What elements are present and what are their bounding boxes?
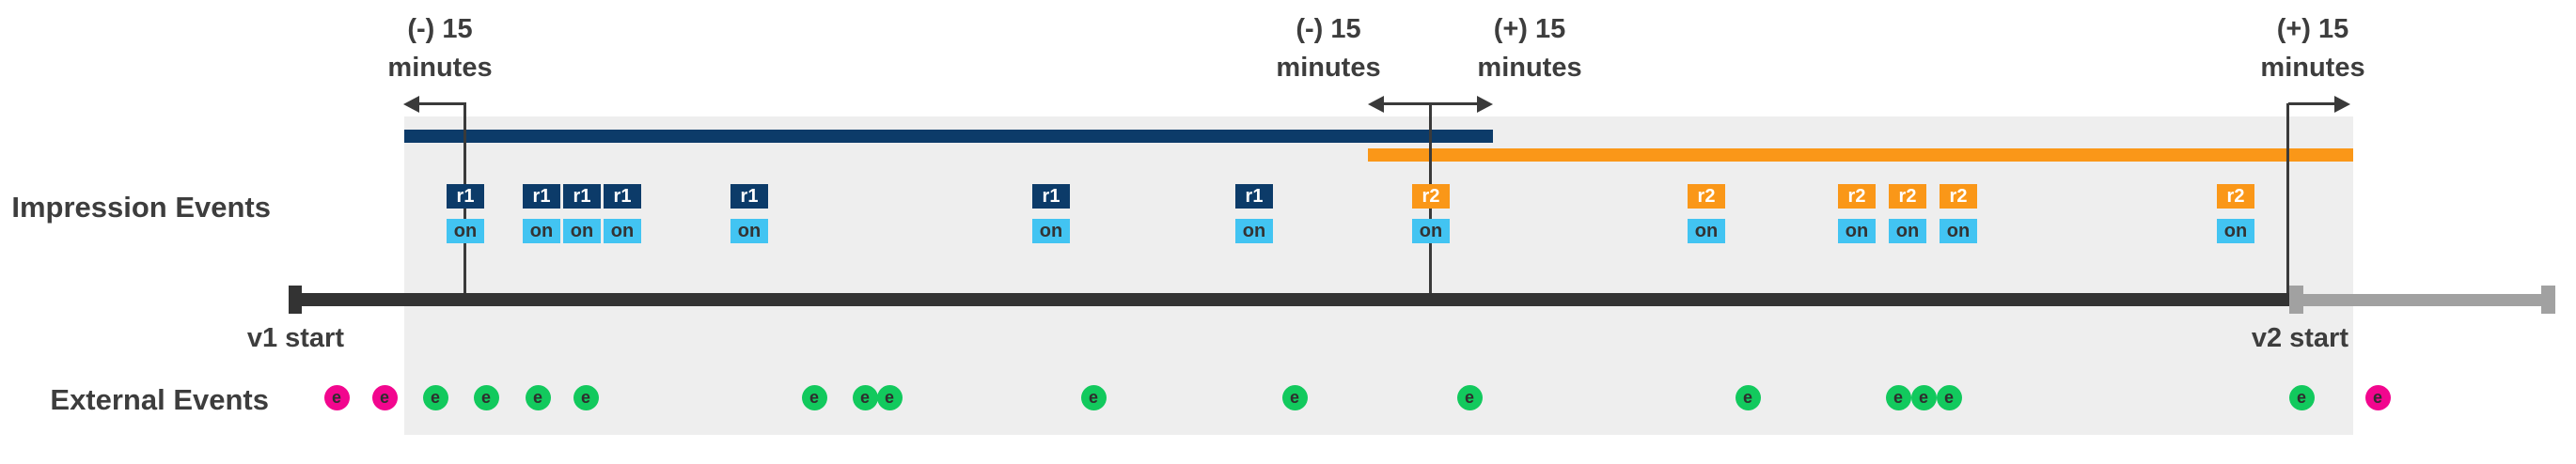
- impression-status-box: on: [730, 219, 768, 243]
- external-event-dot: e: [1281, 385, 1308, 410]
- external-event-dot: e: [801, 385, 827, 410]
- impression-event: r1 on: [447, 184, 484, 243]
- v1-start-label: v1 start: [246, 323, 344, 353]
- v2-start-label: v2 start: [2251, 323, 2348, 353]
- external-events-row-label: External Events: [50, 383, 269, 416]
- impression-tag-box: r2: [2217, 184, 2254, 209]
- experiment-window-panel: [404, 116, 2353, 435]
- impression-tag-box: r1: [1235, 184, 1273, 209]
- annotation-line1: (+) 15: [2276, 14, 2349, 44]
- v2-timeline-end-cap: [2541, 286, 2555, 314]
- annotation-line1: (-) 15: [1296, 14, 1361, 44]
- annotation-minus15-mid: (-) 15 minutes: [1276, 10, 1380, 87]
- impression-status-box: on: [1688, 219, 1725, 243]
- impression-tag-box: r1: [447, 184, 484, 209]
- annotation-line2: minutes: [1477, 53, 1582, 83]
- impression-event: r1 on: [563, 184, 601, 243]
- impression-event: r2 on: [1838, 184, 1876, 243]
- impression-status-box: on: [2217, 219, 2254, 243]
- impression-tag-box: r1: [604, 184, 641, 209]
- impression-status-box: on: [1889, 219, 1926, 243]
- r2-window-bar: [1368, 148, 2353, 162]
- impression-status-box: on: [1940, 219, 1977, 243]
- plus15-right-arrow-line: [2288, 102, 2337, 105]
- impression-status-box: on: [1838, 219, 1876, 243]
- impression-events-row-label: Impression Events: [11, 191, 271, 224]
- annotation-line1: (-) 15: [407, 14, 473, 44]
- external-event-dot: e: [422, 385, 448, 410]
- impression-event: r2 on: [1940, 184, 1977, 243]
- arrow-right-icon: [1477, 95, 1493, 113]
- impression-tag-box: r1: [730, 184, 768, 209]
- impression-status-box: on: [563, 219, 601, 243]
- external-event-dot: e: [371, 385, 398, 410]
- impression-tag-box: r2: [1889, 184, 1926, 209]
- annotation-minus15-left: (-) 15 minutes: [387, 10, 492, 87]
- external-event-dot: e: [473, 385, 499, 410]
- impression-status-box: on: [604, 219, 641, 243]
- impression-status-box: on: [1412, 219, 1450, 243]
- impression-status-box: on: [447, 219, 484, 243]
- impression-tag-box: r1: [1032, 184, 1070, 209]
- annotation-plus15-mid: (+) 15 minutes: [1477, 10, 1581, 87]
- impression-status-box: on: [523, 219, 560, 243]
- annotation-line2: minutes: [1276, 53, 1381, 83]
- annotation-plus15-right: (+) 15 minutes: [2260, 10, 2364, 87]
- impression-event: r2 on: [1889, 184, 1926, 243]
- impression-status-box: on: [1032, 219, 1070, 243]
- impression-tag-box: r2: [1940, 184, 1977, 209]
- impression-event: r2 on: [1412, 184, 1450, 243]
- arrow-right-icon: [2334, 95, 2350, 113]
- impression-event: r2 on: [1688, 184, 1725, 243]
- minus15-left-arrow-line: [417, 102, 466, 105]
- impression-event: r1 on: [1032, 184, 1070, 243]
- v2-start-cap: [2289, 286, 2303, 314]
- annotation-line2: minutes: [387, 53, 493, 83]
- external-event-dot: e: [1080, 385, 1107, 410]
- annotation-line2: minutes: [2260, 53, 2365, 83]
- impression-status-box: on: [1235, 219, 1273, 243]
- guide-line-v2-start: [2286, 103, 2289, 294]
- arrow-left-icon: [1368, 95, 1384, 113]
- impression-event: r1 on: [1235, 184, 1273, 243]
- external-event-dot: e: [852, 385, 878, 410]
- impression-tag-box: r1: [563, 184, 601, 209]
- annotation-line1: (+) 15: [1493, 14, 1566, 44]
- impression-tag-box: r2: [1412, 184, 1450, 209]
- impression-event: r1 on: [730, 184, 768, 243]
- impression-tag-box: r2: [1688, 184, 1725, 209]
- external-event-dot: e: [1456, 385, 1483, 410]
- external-event-dot: e: [1885, 385, 1911, 410]
- v1-timeline-bar: [289, 293, 2289, 306]
- external-event-dot: e: [1735, 385, 1761, 410]
- external-event-dot: e: [2364, 385, 2391, 410]
- external-event-dot: e: [1910, 385, 1937, 410]
- impression-event: r1 on: [604, 184, 641, 243]
- external-event-dot: e: [1936, 385, 1962, 410]
- external-event-dot: e: [323, 385, 350, 410]
- mid-arrow-line: [1380, 102, 1480, 105]
- external-event-dot: e: [525, 385, 551, 410]
- external-event-dot: e: [876, 385, 903, 410]
- external-event-dot: e: [573, 385, 599, 410]
- arrow-left-icon: [403, 95, 419, 113]
- impression-event: r2 on: [2217, 184, 2254, 243]
- r1-window-bar: [404, 130, 1493, 143]
- impression-event: r1 on: [523, 184, 560, 243]
- external-event-dot: e: [2288, 385, 2315, 410]
- v2-timeline-bar: [2289, 294, 2555, 306]
- impression-tag-box: r1: [523, 184, 560, 209]
- impression-tag-box: r2: [1838, 184, 1876, 209]
